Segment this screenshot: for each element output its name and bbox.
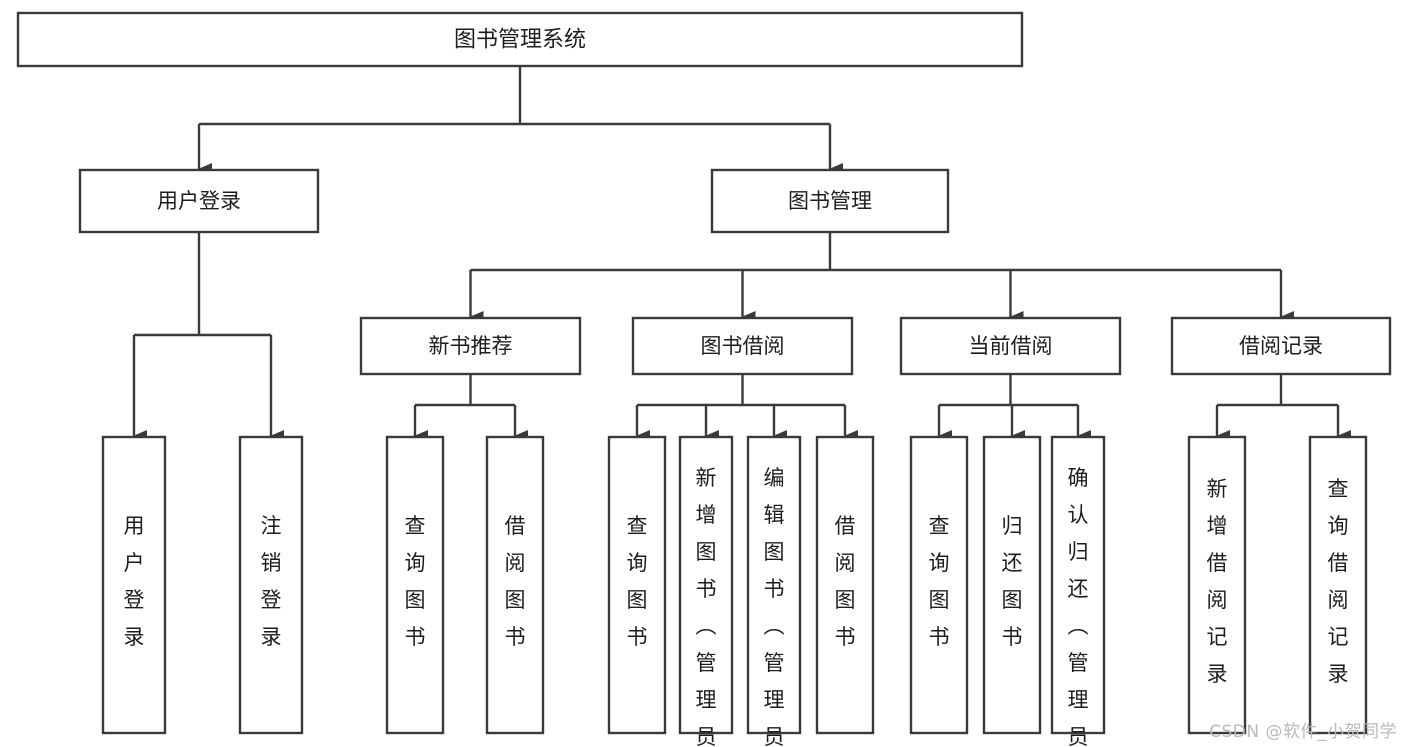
leaf-node-10[interactable]: 归还图书 [982, 435, 1042, 735]
node-label: 新书推荐 [429, 334, 513, 358]
level3-node-1[interactable]: 新书推荐 [359, 316, 582, 376]
level3-node-3[interactable]: 当前借阅 [899, 316, 1122, 376]
node-label: 借阅记录 [1239, 334, 1323, 358]
node-rect [746, 435, 802, 735]
leaf-label: 归还图书 [1002, 514, 1023, 649]
node-rect [678, 435, 734, 735]
node-label: 图书借阅 [701, 334, 785, 358]
node-rect [1170, 316, 1392, 376]
level2-node-user-login[interactable]: 用户登录 [78, 168, 320, 234]
level3-node-4[interactable]: 借阅记录 [1170, 316, 1392, 376]
node-rect [238, 435, 304, 735]
leaf-label: 编辑图书︵管理员︶ [764, 466, 785, 747]
leaf-label: 确认归还︵管理员︶ [1068, 466, 1089, 747]
leaf-node-9[interactable]: 查询图书 [909, 435, 969, 735]
leaf-label: 新增图书︵管理员︶ [696, 466, 717, 747]
node-rect [815, 435, 875, 735]
node-rect [385, 435, 445, 735]
node-rect [909, 435, 969, 735]
node-rect [78, 168, 320, 234]
node-label: 图书管理系统 [454, 28, 586, 53]
leaf-label: 借阅图书 [835, 514, 856, 649]
node-rect [16, 11, 1024, 68]
leaf-label: 查询借阅记录 [1328, 477, 1349, 686]
leaf-node-11[interactable]: 确认归还︵管理员︶ [1050, 435, 1106, 747]
node-rect [899, 316, 1122, 376]
leaf-node-1[interactable]: 用户登录 [101, 435, 167, 735]
node-rect [101, 435, 167, 735]
node-rect [1308, 435, 1368, 735]
node-rect [1187, 435, 1247, 735]
leaf-node-8[interactable]: 借阅图书 [815, 435, 875, 735]
leaf-node-5[interactable]: 查询图书 [607, 435, 667, 735]
node-rect [710, 168, 950, 234]
leaf-label: 查询图书 [627, 514, 648, 649]
leaf-node-13[interactable]: 查询借阅记录 [1308, 435, 1368, 735]
node-rect [982, 435, 1042, 735]
leaf-node-4[interactable]: 借阅图书 [485, 435, 545, 735]
leaf-label: 注销登录 [261, 514, 282, 649]
node-group: 图书管理系统用户登录图书管理新书推荐图书借阅当前借阅借阅记录用户登录注销登录查询… [16, 11, 1392, 747]
leaf-node-2[interactable]: 注销登录 [238, 435, 304, 735]
leaf-node-6[interactable]: 新增图书︵管理员︶ [678, 435, 734, 747]
leaf-node-12[interactable]: 新增借阅记录 [1187, 435, 1247, 735]
leaf-node-7[interactable]: 编辑图书︵管理员︶ [746, 435, 802, 747]
node-label: 图书管理 [788, 189, 872, 213]
leaf-label: 用户登录 [124, 514, 145, 649]
node-rect [631, 316, 854, 376]
leaf-label: 查询图书 [929, 514, 950, 649]
leaf-label: 借阅图书 [505, 514, 526, 649]
leaf-node-3[interactable]: 查询图书 [385, 435, 445, 735]
node-label: 用户登录 [157, 189, 241, 213]
leaf-label: 新增借阅记录 [1207, 477, 1228, 686]
connector-lines [132, 66, 1351, 442]
node-rect [1050, 435, 1106, 735]
node-rect [359, 316, 582, 376]
node-rect [607, 435, 667, 735]
node-rect [485, 435, 545, 735]
level3-node-2[interactable]: 图书借阅 [631, 316, 854, 376]
leaf-label: 查询图书 [405, 514, 426, 649]
node-label: 当前借阅 [969, 334, 1053, 358]
level2-node-book-management[interactable]: 图书管理 [710, 168, 950, 234]
root-node-book-management-system[interactable]: 图书管理系统 [16, 11, 1024, 68]
